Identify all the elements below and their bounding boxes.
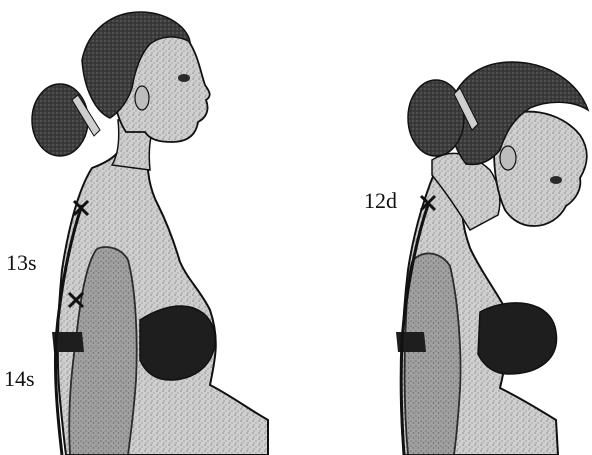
label-12d: 12d [364, 188, 397, 213]
flexed-arm [405, 253, 461, 455]
flexed-hair-bun [408, 80, 464, 156]
flexed-ear [500, 146, 516, 170]
label-13s: 13s [6, 250, 37, 275]
upright-eye [178, 74, 190, 82]
figure-upright: 13s 14s [4, 12, 268, 455]
upright-ear [135, 86, 149, 110]
upright-hair-bun [32, 84, 88, 156]
flexed-bra-cup [478, 303, 557, 374]
flexed-eye [550, 176, 562, 184]
figure-flexed: 12d [364, 62, 588, 455]
label-14s: 14s [4, 366, 35, 391]
